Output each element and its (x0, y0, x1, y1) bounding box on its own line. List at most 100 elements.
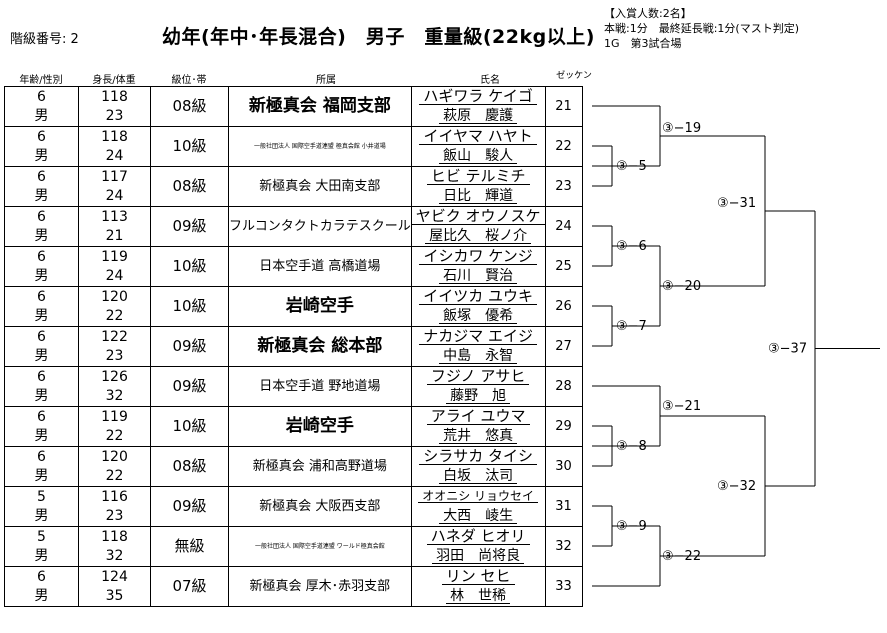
rank-cell: 無級 (150, 526, 229, 567)
col-name: 氏名 (480, 75, 500, 86)
name-kana: イシカワ ケンジ (419, 248, 537, 265)
name-kana: リン セヒ (441, 568, 515, 585)
affiliation-cell: 岩崎空手 (228, 286, 412, 327)
col-height-weight: 身長/体重 (92, 75, 136, 86)
name-kana-cell: アライ ユウマ (410, 406, 546, 427)
rank-cell: 08級 (150, 166, 229, 207)
match-label: ③−31 (717, 196, 756, 211)
height-cell: 118 (78, 126, 151, 147)
name-kanji-cell: 屋比久 桜ノ介 (410, 226, 546, 247)
col-age-sex: 年齢/性別 (19, 75, 63, 86)
name-kanji-cell: 大西 崚生 (410, 506, 546, 527)
affiliation-cell: 日本空手道 野地道場 (228, 366, 412, 407)
name-kana-cell: オオニシ リョウセイ (410, 486, 546, 507)
height-cell: 120 (78, 286, 151, 307)
match-label: ③−37 (768, 342, 807, 357)
name-kana-cell: シラサカ タイシ (410, 446, 546, 467)
name-kana: シラサカ タイシ (419, 448, 538, 465)
name-kanji: 大西 崚生 (439, 509, 518, 524)
height-cell: 119 (78, 406, 151, 427)
weight-cell: 23 (78, 506, 151, 527)
name-kanji-cell: 白坂 汰司 (410, 466, 546, 487)
affiliation-cell: 岩崎空手 (228, 406, 412, 447)
prize-count: 【入賞人数:2名】 (604, 7, 692, 20)
name-kana-cell: ナカジマ エイジ (410, 326, 546, 347)
name-kanji: 日比 輝道 (439, 189, 518, 204)
bib-cell: 21 (544, 86, 583, 127)
rank-cell: 10級 (150, 126, 229, 167)
bib-cell: 31 (544, 486, 583, 527)
weight-cell: 24 (78, 266, 151, 287)
name-kana: ハネダ ヒオリ (426, 528, 530, 545)
height-cell: 122 (78, 326, 151, 347)
col-rank: 級位･帯 (171, 75, 207, 86)
rank-cell: 08級 (150, 446, 229, 487)
rank-cell: 09級 (150, 326, 229, 367)
name-kanji: 白坂 汰司 (439, 469, 518, 484)
bib-cell: 25 (544, 246, 583, 287)
name-kana-cell: イシカワ ケンジ (410, 246, 546, 267)
name-kana-cell: イイツカ ユウキ (410, 286, 546, 307)
affiliation-cell: 日本空手道 高橋道場 (228, 246, 412, 287)
class-number-label: 階級番号: 2 (10, 32, 79, 47)
sex-cell: 男 (4, 586, 79, 607)
name-kanji: 中島 永智 (439, 349, 518, 364)
name-kanji: 萩原 慶護 (439, 109, 518, 124)
name-kanji: 羽田 尚将良 (432, 549, 525, 564)
name-kanji: 石川 賢治 (439, 269, 518, 284)
name-kana: アライ ユウマ (426, 408, 530, 425)
name-kana-cell: ヤビク オウノスケ (410, 206, 546, 227)
name-kanji: 飯塚 優希 (439, 309, 518, 324)
bib-cell: 23 (544, 166, 583, 207)
court-assignment: 1G 第3試合場 (604, 37, 682, 50)
match-label: ③−21 (662, 399, 701, 414)
match-duration: 本戦:1分 最終延長戦:1分(マスト判定) (604, 22, 799, 35)
bib-cell: 22 (544, 126, 583, 167)
name-kanji-cell: 荒井 悠真 (410, 426, 546, 447)
rank-cell: 09級 (150, 486, 229, 527)
name-kana: ハギワラ ケイゴ (419, 88, 537, 105)
name-kanji-cell: 羽田 尚将良 (410, 546, 546, 567)
name-kana-cell: ハネダ ヒオリ (410, 526, 546, 547)
match-label: ③−19 (662, 121, 701, 136)
bib-cell: 33 (544, 566, 583, 607)
height-cell: 118 (78, 526, 151, 547)
rank-cell: 07級 (150, 566, 229, 607)
name-kanji-cell: 飯塚 優希 (410, 306, 546, 327)
name-kana: ナカジマ エイジ (419, 328, 538, 345)
name-kanji: 屋比久 桜ノ介 (425, 229, 532, 244)
affiliation-cell: 新極真会 総本部 (228, 326, 412, 367)
height-cell: 120 (78, 446, 151, 467)
name-kana: イイツカ ユウキ (419, 288, 538, 305)
name-kana-cell: ヒビ テルミチ (410, 166, 546, 187)
name-kana-cell: ハギワラ ケイゴ (410, 86, 546, 107)
name-kanji: 飯山 駿人 (439, 149, 518, 164)
affiliation-cell: 一般社団法人 国際空手道連盟 極真会館 小井道場 (228, 126, 412, 167)
height-cell: 113 (78, 206, 151, 227)
bib-cell: 30 (544, 446, 583, 487)
bib-cell: 27 (544, 326, 583, 367)
name-kanji-cell: 飯山 駿人 (410, 146, 546, 167)
name-kana-cell: フジノ アサヒ (410, 366, 546, 387)
division-title: 幼年(年中･年長混合) 男子 重量級(22kg以上) (162, 26, 595, 48)
tournament-info: 【入賞人数:2名】 本戦:1分 最終延長戦:1分(マスト判定) 1G 第3試合場 (604, 6, 799, 51)
